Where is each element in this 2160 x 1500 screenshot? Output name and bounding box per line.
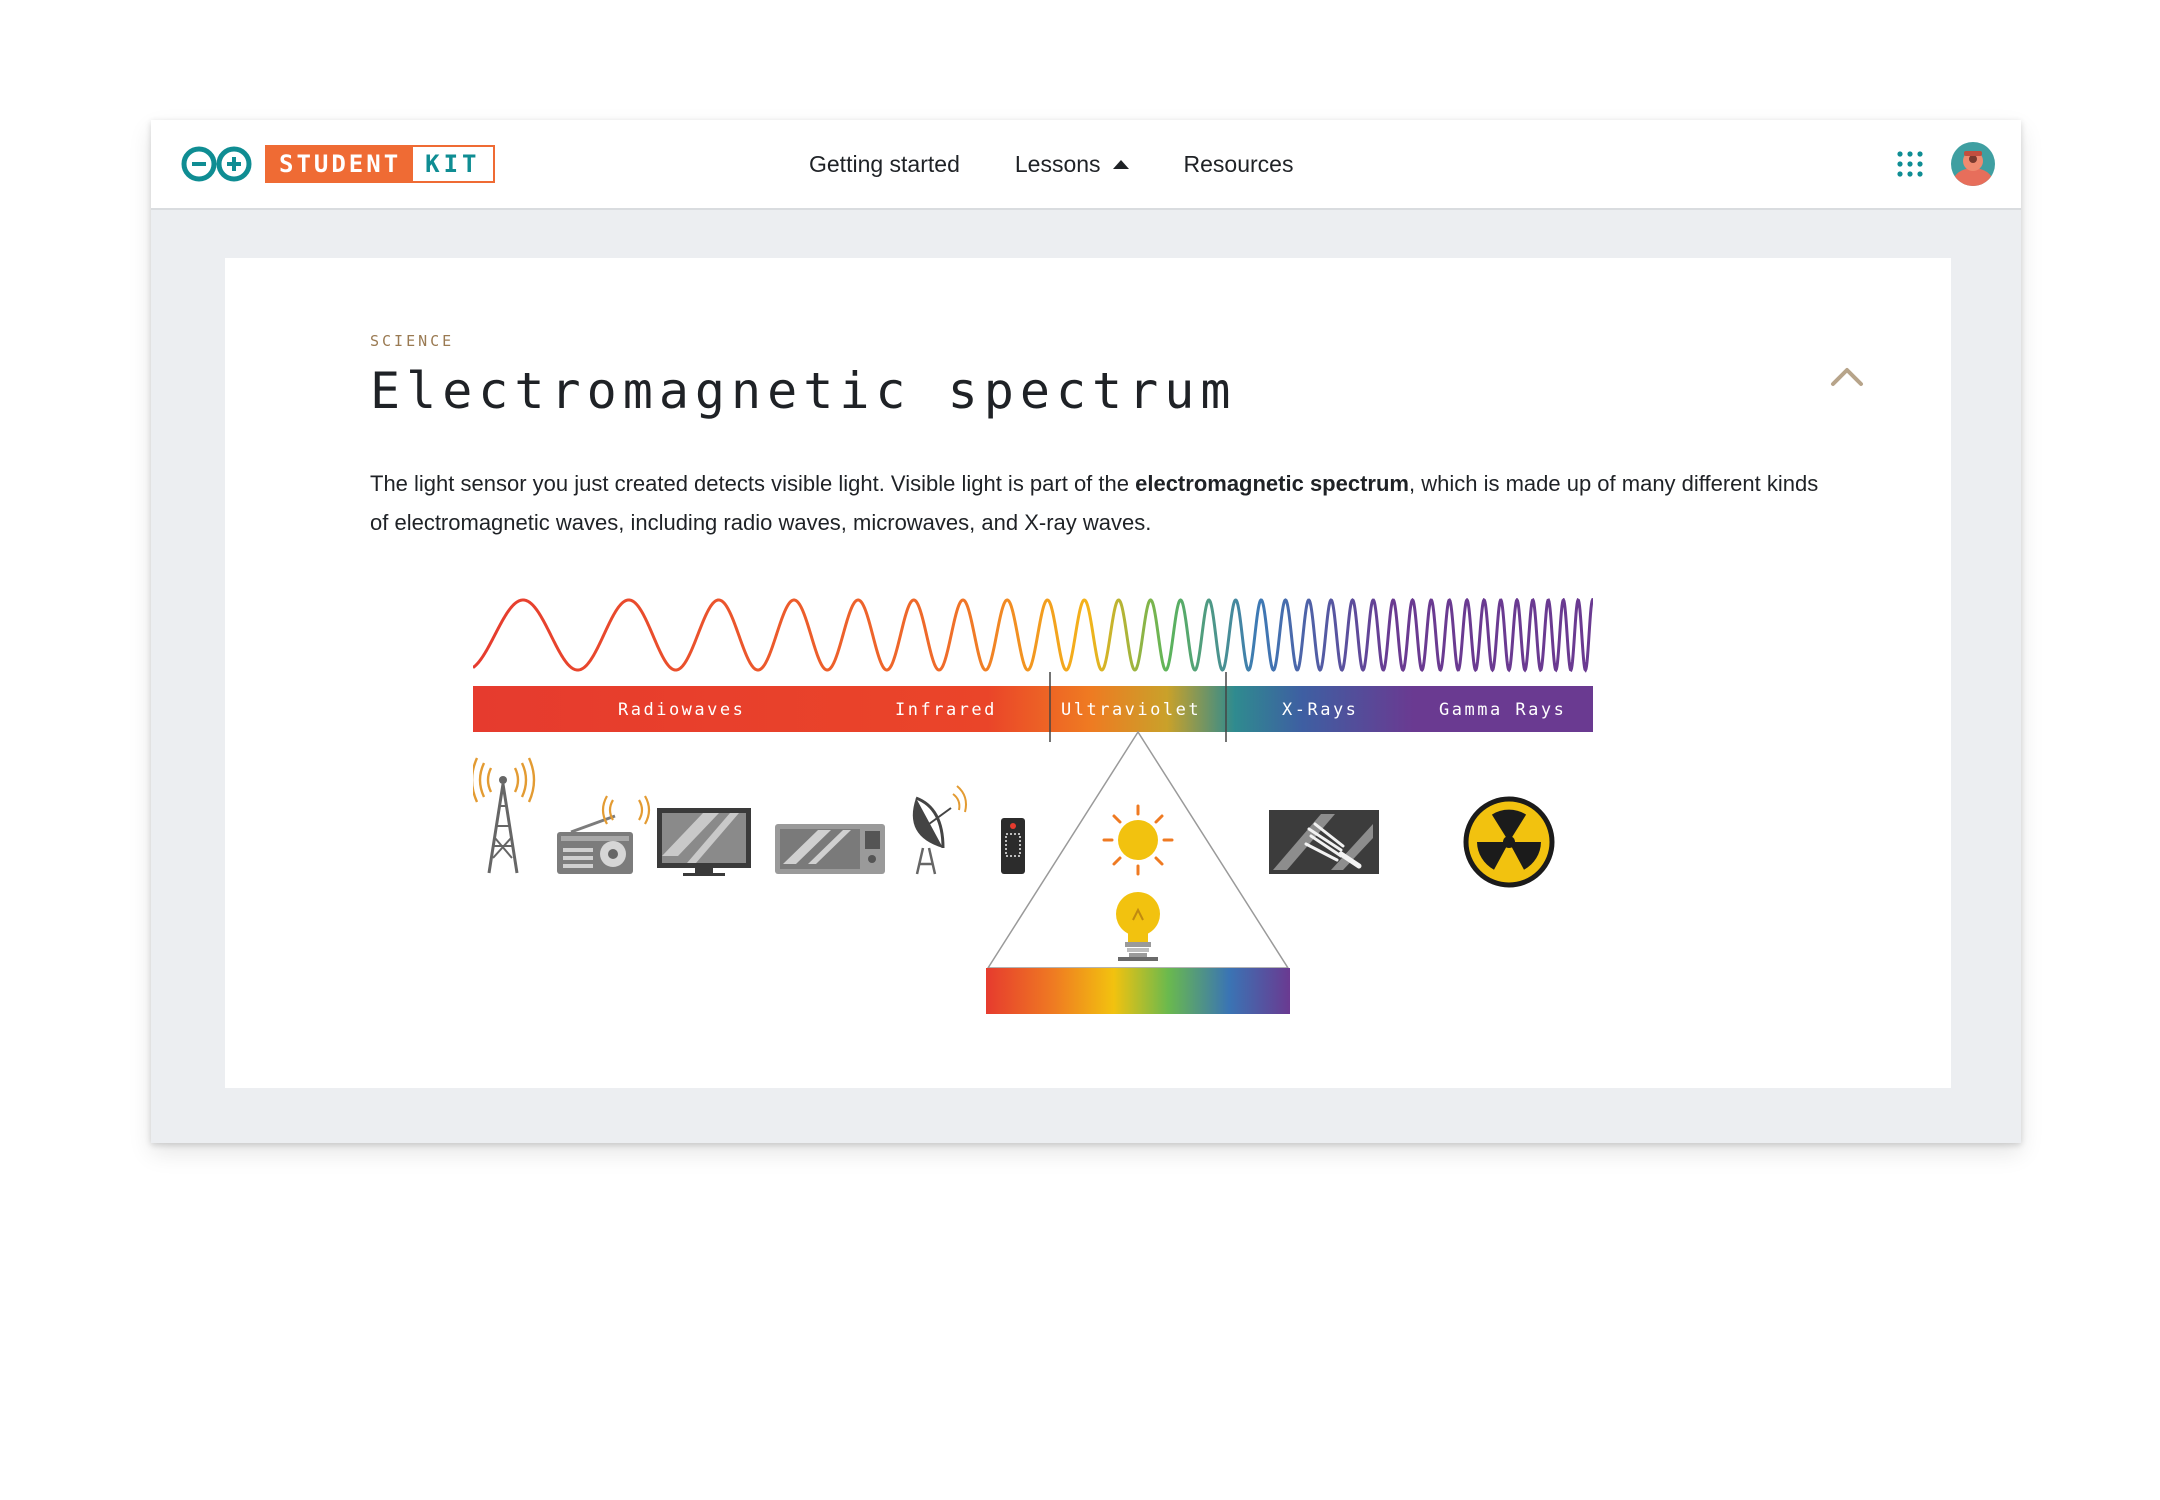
lesson-title: Electromagnetic spectrum	[370, 362, 1237, 420]
radiation-symbol-icon	[1463, 796, 1555, 888]
label-infrared: Infrared	[895, 700, 997, 720]
browser-window: STUDENT KIT Getting started Lessons Reso…	[151, 120, 2021, 1143]
body-text-start: The light sensor you just created detect…	[370, 471, 1136, 496]
main-nav: Getting started Lessons Resources	[809, 120, 1348, 208]
x-ray-film-icon	[1269, 810, 1379, 874]
nav-resources[interactable]: Resources	[1183, 150, 1294, 177]
light-bulb-icon	[1116, 892, 1160, 961]
spectrum-wave	[473, 598, 1593, 673]
label-ultraviolet: Ultraviolet	[1061, 700, 1201, 720]
caret-up-icon	[1112, 159, 1129, 169]
user-avatar[interactable]	[1951, 142, 1995, 186]
body-text-end: , which is made up of many different kin…	[370, 471, 1819, 535]
brand-wordmark: STUDENT KIT	[265, 145, 495, 183]
brand-kit-text: KIT	[413, 147, 493, 181]
lesson-body: The light sensor you just created detect…	[370, 464, 1830, 542]
television-icon	[657, 808, 751, 876]
radio-tower-icon	[473, 757, 536, 874]
body-text-bold: electromagnetic spectrum	[1135, 471, 1409, 496]
visible-light-band	[986, 968, 1290, 1014]
arduino-logo-icon	[181, 146, 252, 182]
nav-lessons[interactable]: Lessons	[1015, 151, 1129, 178]
microwave-icon	[775, 824, 885, 874]
nav-getting-started[interactable]: Getting started	[809, 150, 960, 177]
spectrum-diagram: Radiowaves Infrared Ultraviolet X-Rays G…	[473, 598, 1593, 1014]
remote-control-icon	[1001, 818, 1025, 874]
apps-grid-icon[interactable]	[1895, 149, 1925, 179]
brand-student-text: STUDENT	[267, 147, 414, 181]
sun-icon	[1102, 804, 1174, 876]
radio-icon	[557, 795, 651, 874]
nav-lessons-label: Lessons	[1014, 150, 1101, 177]
label-xrays: X-Rays	[1282, 700, 1358, 720]
label-radiowaves: Radiowaves	[618, 700, 745, 720]
chevron-up-icon[interactable]	[1825, 354, 1869, 398]
brand-logo[interactable]: STUDENT KIT	[179, 142, 495, 186]
spectrum-band	[473, 686, 1593, 732]
satellite-dish-icon	[912, 785, 967, 875]
lesson-card: SCIENCE Electromagnetic spectrum The lig…	[225, 258, 1951, 1088]
label-gamma-rays: Gamma Rays	[1439, 700, 1566, 720]
top-navbar: STUDENT KIT Getting started Lessons Reso…	[151, 120, 2021, 210]
lesson-category: SCIENCE	[370, 332, 455, 350]
